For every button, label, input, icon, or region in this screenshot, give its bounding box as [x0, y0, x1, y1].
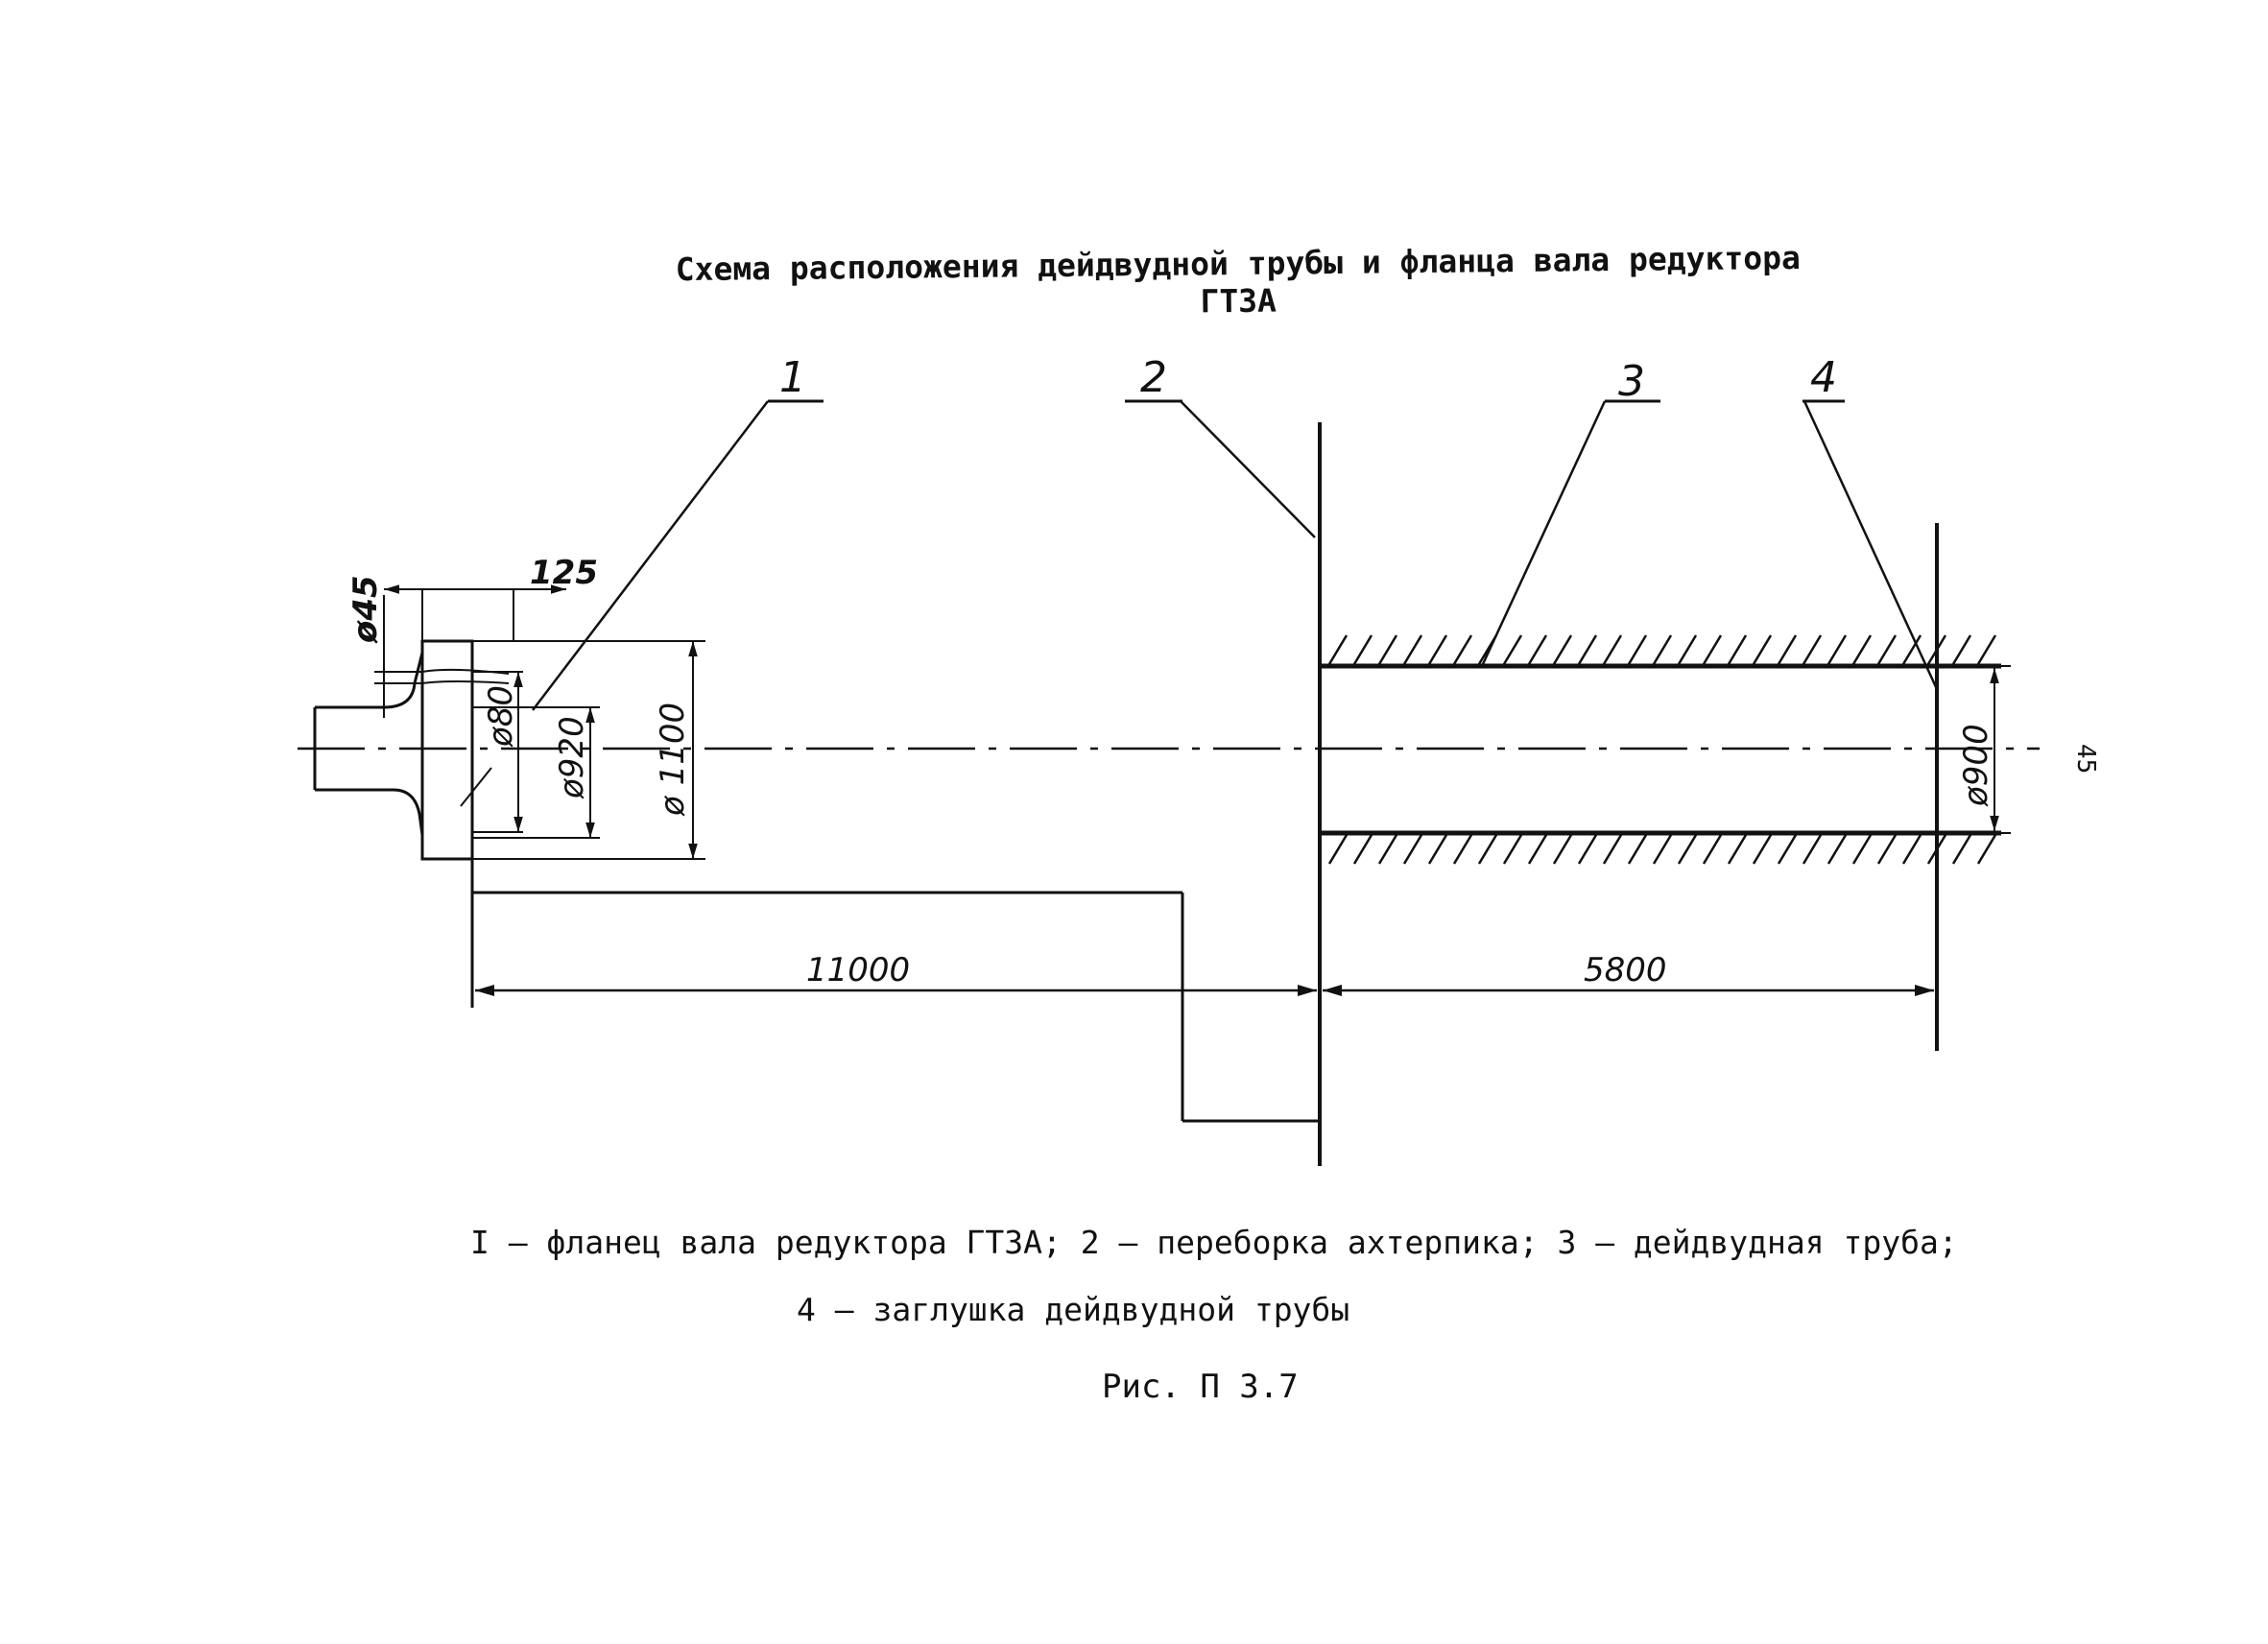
dim-d920: ø920	[553, 716, 591, 799]
leader-label-2: 2	[1140, 353, 1167, 402]
dim-11000: 11000	[806, 951, 910, 989]
dim-d80: ø80	[482, 685, 520, 748]
dim-d900: ø900	[1957, 724, 1995, 807]
dim-d45: ø45	[346, 575, 385, 644]
leader-3	[1481, 400, 1607, 665]
leader-label-4: 4	[1810, 353, 1837, 402]
stern-tube-hatching	[1327, 634, 1997, 865]
page-number: 45	[2071, 744, 2100, 774]
reducer-shaft	[315, 652, 424, 836]
legend-line-2: 4 – заглушка дейдвудной трубы	[797, 1291, 1350, 1328]
legend-line-1: I – фланец вала редуктора ГТЗА; 2 – пере…	[470, 1224, 1958, 1261]
leader-label-3: 3	[1618, 357, 1645, 406]
dim-d1100: ø 1100	[654, 703, 692, 817]
dim-125: 125	[530, 554, 598, 592]
dim-5800: 5800	[1584, 951, 1667, 989]
leader-2	[1180, 400, 1316, 538]
leader-label-1: 1	[779, 353, 806, 402]
leader-4	[1802, 400, 1939, 690]
figure-caption: Рис. П 3.7	[1102, 1368, 1299, 1406]
reducer-flange	[420, 639, 474, 861]
leader-1	[532, 400, 769, 711]
